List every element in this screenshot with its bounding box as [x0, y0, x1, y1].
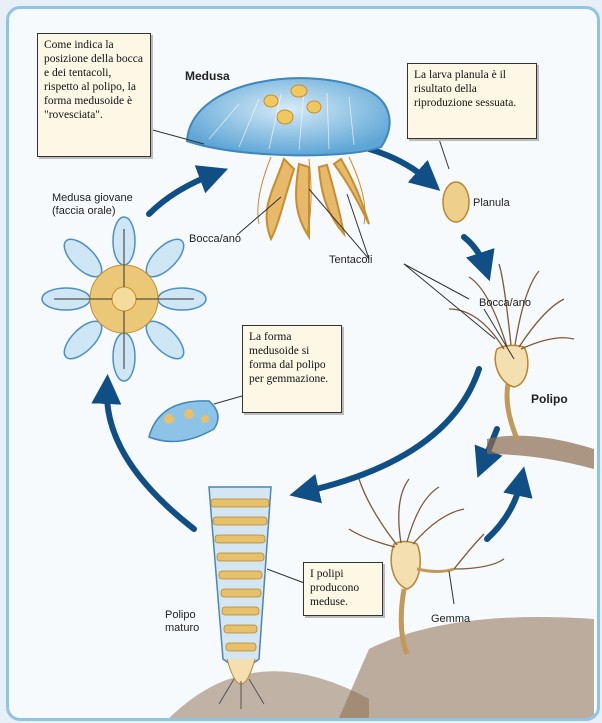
label-polyp: Polipo [531, 392, 568, 406]
diagram-frame: Medusa Medusa giovane (faccia orale) Boc… [6, 6, 600, 721]
callout-polyps-produce: I polipi producono meduse. [303, 562, 383, 616]
arrow-medusa-to-planula [369, 149, 429, 181]
arrow-planula-to-polyp [464, 237, 485, 267]
polyp-illustration [449, 264, 594, 469]
label-mature-polyp: Polipo maturo [165, 609, 225, 635]
label-mouth-anus-polyp: Bocca/ano [479, 297, 531, 309]
label-medusa: Medusa [185, 69, 230, 83]
planula-illustration [443, 182, 469, 222]
ephyra-illustration [149, 401, 218, 442]
label-tentacles: Tentacoli [329, 254, 372, 266]
label-young-medusa: Medusa giovane (faccia orale) [52, 192, 162, 218]
label-bud: Gemma [431, 613, 470, 625]
label-planula: Planula [473, 197, 510, 209]
young-medusa-illustration [42, 217, 206, 381]
arrow-bud-up [487, 481, 521, 539]
callout-planula-larva: La larva planula è il risultato della ri… [407, 63, 537, 139]
label-mouth-anus-medusa: Bocca/ano [189, 233, 241, 245]
callout-medusoid-inverted: Come indica la posizione della bocca e d… [37, 33, 151, 157]
callout-budding: La forma medusoide si forma dal polipo p… [242, 325, 342, 413]
medusa-illustration [187, 78, 390, 239]
